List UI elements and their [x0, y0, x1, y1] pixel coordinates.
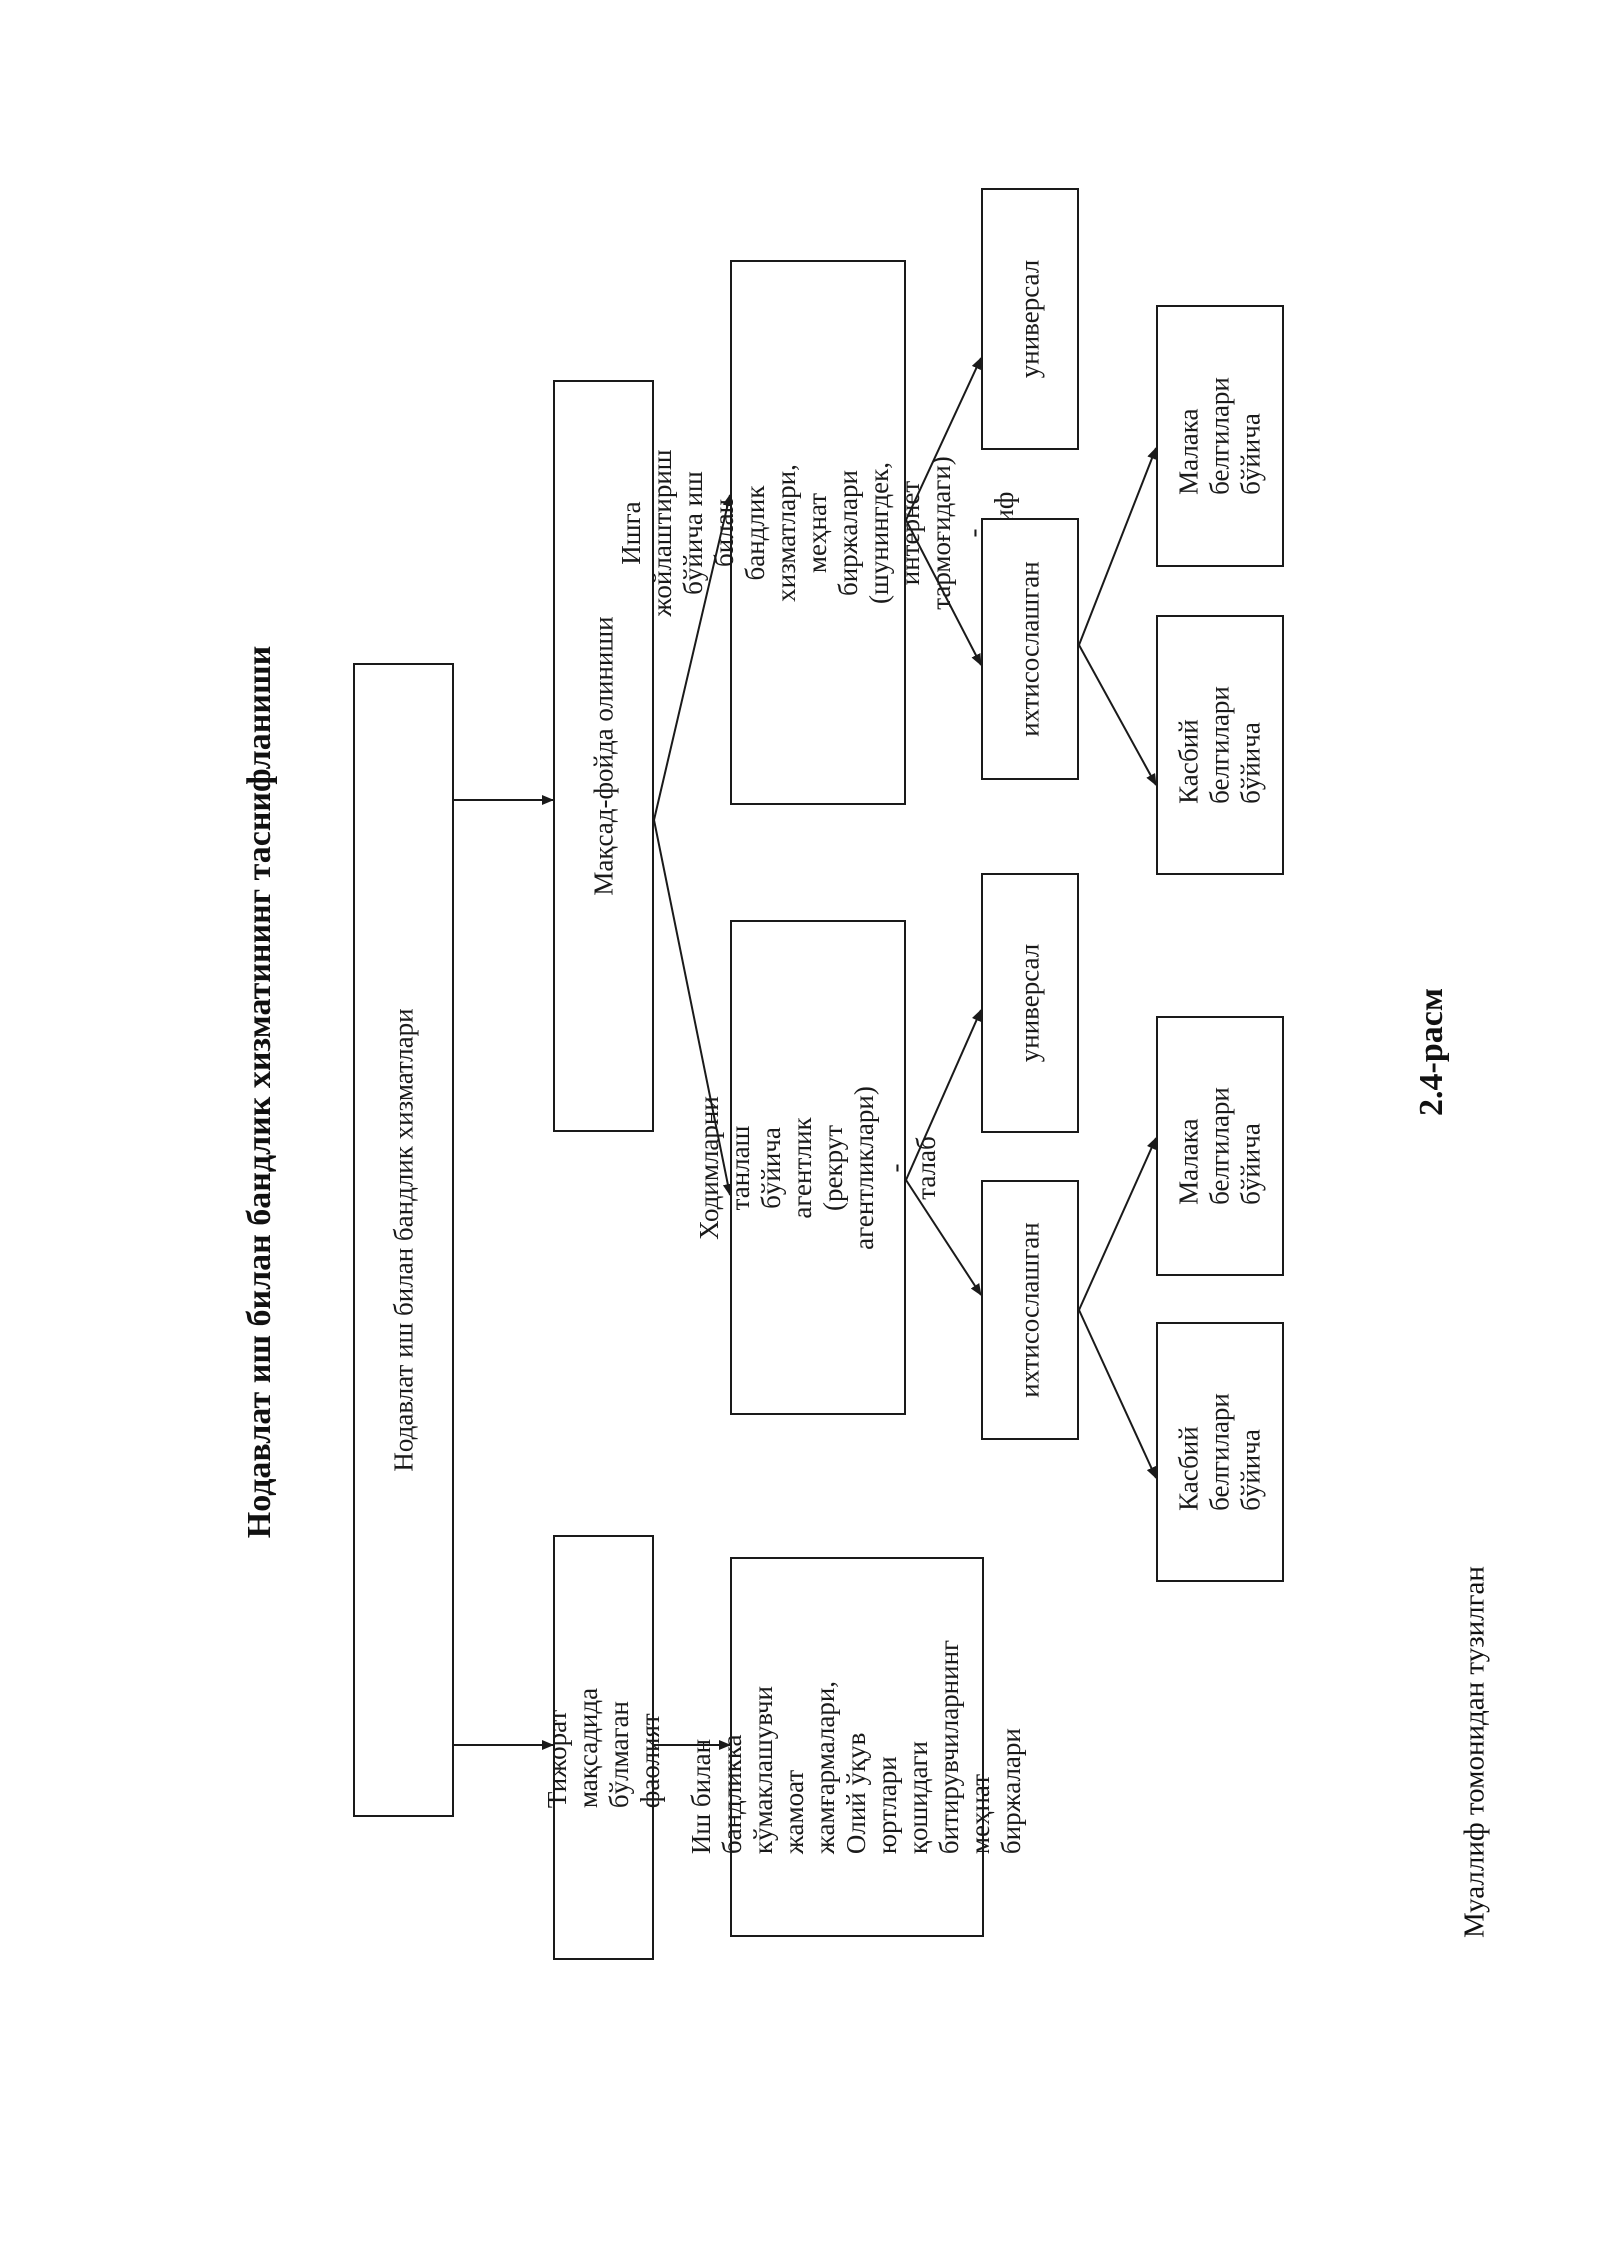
diagram-title: Нодавлат иш билан бандлик хизматининг та…	[241, 645, 278, 1539]
node-placement-universal-label: универсал	[1014, 259, 1045, 379]
node-placement-services: Ишга жойлаштириш бўйича иш билан бандлик…	[616, 260, 1019, 805]
node-root: Нодавлат иш билан бандлик хизматлари	[353, 663, 454, 1817]
node-recruit-professional-label: Касбий белгилари бўйича	[1173, 1393, 1266, 1511]
edge-placement-to-universal	[905, 357, 982, 521]
source-note: Муаллиф томонидан тузилган	[1458, 1566, 1491, 1938]
node-recruit-agency: Ходимларни танлаш бўйича агентлик (рекру…	[694, 920, 941, 1415]
node-placement-qualification-label: Малака белгилари бўйича	[1173, 377, 1266, 495]
edge-placement-to-specialized	[905, 519, 982, 666]
node-recruit-qualification-label: Малака белгилари бўйича	[1173, 1087, 1266, 1205]
node-recruit-universal-label: универсал	[1014, 943, 1045, 1063]
node-recruit-qualification: Малака белгилари бўйича	[1156, 1016, 1284, 1276]
figure-label: 2.4-расм	[1413, 988, 1450, 1116]
node-profit-label: Мақсад-фойда олиниши	[587, 616, 618, 896]
node-nonprofit: Тижорат мақсадида бўлмаган фаолият	[541, 1535, 665, 1960]
node-placement-professional: Касбий белгилари бўйича	[1156, 615, 1284, 875]
node-placement-qualification: Малака белгилари бўйича	[1156, 305, 1284, 567]
node-placement-specialized: ихтисослашган	[981, 518, 1079, 780]
node-nonprofit-description-label: Иш билан бандликка кўмаклашувчи жамоат ж…	[686, 1639, 1027, 1855]
edge-recruit-spec-to-professional	[1078, 1309, 1157, 1479]
edge-placement-spec-to-professional	[1078, 644, 1157, 786]
node-placement-universal: универсал	[981, 188, 1079, 450]
node-nonprofit-description: Иш билан бандликка кўмаклашувчи жамоат ж…	[686, 1557, 1027, 1937]
node-nonprofit-label: Тижорат мақсадида бўлмаган фаолият	[541, 1687, 665, 1808]
node-placement-specialized-label: ихтисослашган	[1014, 561, 1045, 737]
edge-placement-spec-to-qualification	[1078, 447, 1157, 646]
node-recruit-agency-label: Ходимларни танлаш бўйича агентлик (рекру…	[693, 1085, 942, 1250]
node-placement-professional-label: Касбий белгилари бўйича	[1173, 686, 1266, 804]
node-recruit-specialized-label: ихтисослашган	[1014, 1222, 1045, 1398]
node-profit: Мақсад-фойда олиниши	[553, 380, 654, 1132]
node-root-label: Нодавлат иш билан бандлик хизматлари	[387, 1008, 418, 1472]
node-recruit-specialized: ихтисослашган	[981, 1180, 1079, 1440]
node-recruit-professional: Касбий белгилари бўйича	[1156, 1322, 1284, 1582]
edge-profit-to-recruit	[653, 819, 733, 1196]
node-placement-services-label: Ишга жойлаштириш бўйича иш билан бандлик…	[616, 448, 1019, 617]
edge-recruit-to-specialized	[905, 1179, 982, 1296]
node-recruit-universal: универсал	[981, 873, 1079, 1133]
edge-profit-to-placement	[653, 494, 733, 821]
edge-recruit-spec-to-qualification	[1078, 1137, 1157, 1311]
edge-recruit-to-universal	[905, 1009, 982, 1181]
